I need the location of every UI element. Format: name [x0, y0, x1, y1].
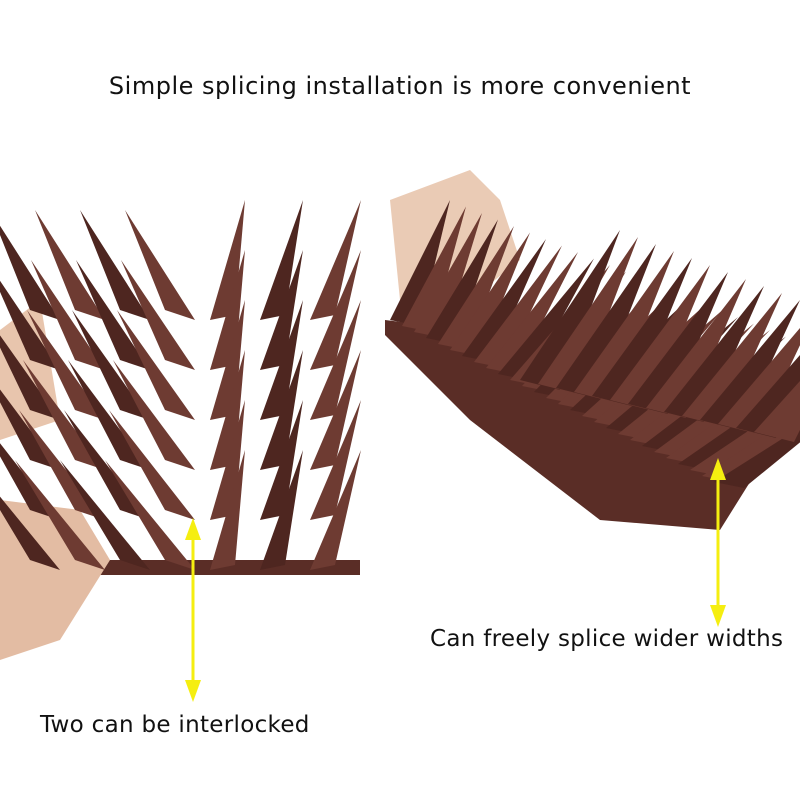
caption-left: Two can be interlocked — [40, 712, 310, 738]
spike — [438, 226, 514, 350]
spike — [474, 245, 562, 368]
spike — [0, 496, 60, 570]
spike — [60, 460, 150, 570]
spike — [260, 300, 303, 420]
spike — [714, 427, 800, 488]
spike — [486, 252, 578, 374]
spike — [390, 200, 450, 326]
spike — [31, 260, 105, 370]
spike — [109, 410, 195, 520]
spike — [450, 232, 530, 356]
arrow-right — [710, 458, 726, 627]
spike — [35, 210, 105, 320]
spike — [310, 300, 361, 420]
spike — [80, 210, 150, 320]
headline: Simple splicing installation is more con… — [108, 72, 692, 100]
spike — [260, 400, 303, 520]
spike — [556, 244, 656, 398]
spike — [125, 210, 195, 320]
spike — [310, 250, 361, 370]
spike — [121, 260, 195, 370]
spike — [700, 300, 800, 430]
spike — [15, 460, 105, 570]
spike — [76, 260, 150, 370]
spike — [310, 400, 361, 520]
spike — [260, 450, 303, 570]
spike — [260, 350, 303, 470]
spike — [210, 450, 245, 570]
spike — [117, 310, 195, 420]
spike — [592, 258, 692, 406]
spike — [105, 460, 195, 570]
spike — [498, 258, 594, 380]
spike — [682, 293, 782, 426]
spike — [260, 250, 303, 370]
spike — [646, 279, 746, 418]
spike — [402, 206, 466, 332]
spike — [538, 237, 638, 394]
spike — [310, 350, 361, 470]
spike — [718, 328, 800, 434]
spike — [610, 265, 710, 410]
spike — [664, 286, 764, 422]
caption-right: Can freely splice wider widths — [430, 626, 784, 652]
spike — [462, 239, 546, 362]
arrow-left — [185, 518, 201, 702]
spike — [520, 230, 620, 390]
spike — [414, 213, 482, 338]
spike — [754, 380, 800, 442]
spike — [310, 200, 361, 320]
spike — [260, 200, 303, 320]
spike — [426, 219, 498, 344]
spike — [310, 450, 361, 570]
spike — [574, 251, 674, 402]
spike — [0, 225, 60, 320]
spike — [628, 272, 728, 414]
spike — [113, 360, 195, 470]
